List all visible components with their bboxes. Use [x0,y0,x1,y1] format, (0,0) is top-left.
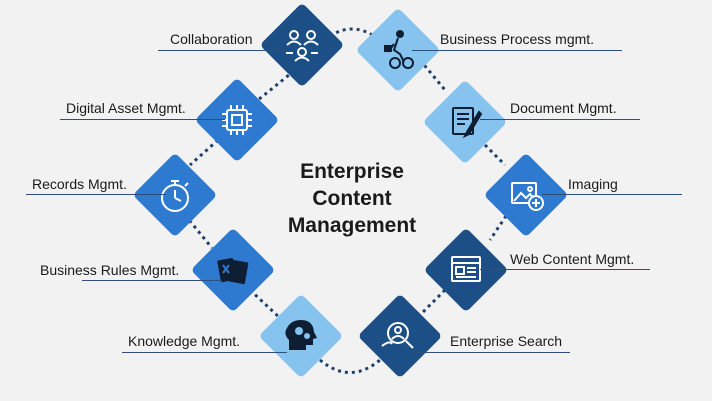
label-business-process: Business Process mgmt. [440,31,595,47]
search-person-icon [381,322,414,349]
center-title: Enterprise Content Management [262,158,442,239]
connector-right-mid [488,209,512,241]
node-web-content [425,229,507,311]
node-digital-asset [196,79,278,161]
underline-business-rules [82,280,222,281]
center-title-line-1: Enterprise [300,160,404,183]
brain-gears-icon [285,320,317,350]
connector-left-top [257,60,306,102]
image-icon [511,182,544,211]
node-enterprise-search [359,295,441,377]
underline-imaging [542,194,682,195]
node-records [134,154,216,236]
node-collaboration [261,4,343,86]
label-digital-asset: Digital Asset Mgmt. [66,100,186,116]
chip-icon [222,105,252,135]
label-collaboration: Collaboration [170,31,253,47]
node-knowledge [260,295,342,377]
connector-bottom-arc [319,358,381,374]
underline-web-content [480,269,650,270]
underline-digital-asset [60,119,225,120]
node-imaging [485,154,567,236]
label-imaging: Imaging [568,176,618,192]
underline-knowledge [122,352,287,353]
label-web-content: Web Content Mgmt. [510,251,635,267]
label-enterprise-search: Enterprise Search [450,333,563,349]
center-title-line-2: Content [312,187,392,210]
underline-enterprise-search [414,352,570,353]
label-knowledge: Knowledge Mgmt. [128,333,241,349]
label-records: Records Mgmt. [32,176,127,192]
label-document: Document Mgmt. [510,100,617,116]
business-process-icon [384,30,414,69]
connector-left-upper [189,138,219,167]
center-title-line-3: Management [287,214,417,237]
document-icon [452,107,483,139]
connector-right-upper [483,143,507,167]
underline-document [480,119,640,120]
label-business-rules: Business Rules Mgmt. [40,262,180,278]
node-document [424,81,506,163]
underline-records [26,194,166,195]
stopwatch-icon [161,180,189,212]
collaboration-icon [286,30,319,62]
node-business-rules [192,229,274,311]
connector-left-lower [248,288,282,320]
connector-ring [183,27,512,374]
node-business-process [357,9,439,91]
underline-collaboration [158,50,288,51]
underline-business-process [412,50,622,51]
connector-top-arc [329,27,375,38]
connector-right-lower [418,288,447,317]
rules-documents-icon [217,257,249,285]
